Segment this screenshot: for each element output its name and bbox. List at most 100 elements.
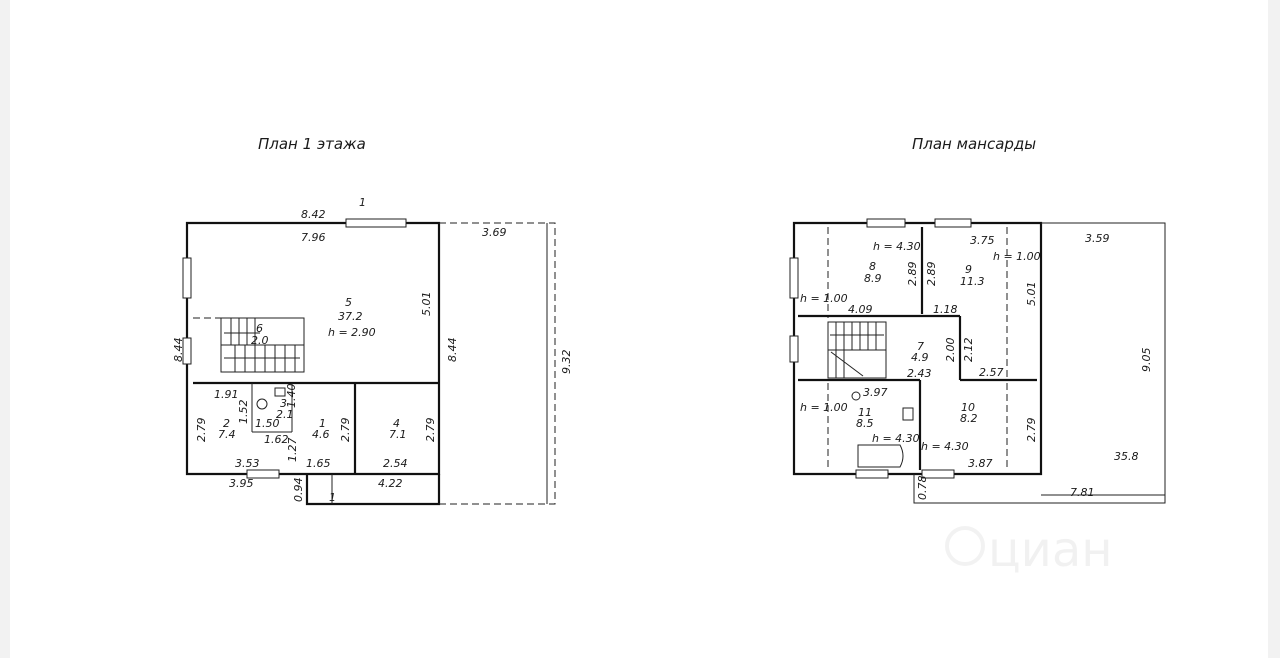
room1-area: 4.6 — [312, 428, 330, 441]
dim-1-65: 1.65 — [306, 457, 331, 470]
room11-area: 8.5 — [856, 417, 874, 430]
room5-area: 37.2 — [338, 310, 363, 323]
entrance-porch-wall — [305, 474, 441, 506]
room3-number: 3 — [280, 397, 287, 410]
attic-sink-icon — [902, 407, 914, 421]
dim-1-52: 1.52 — [237, 400, 250, 425]
room5-number: 5 — [345, 296, 352, 309]
dim-top-inner: 7.96 — [301, 231, 326, 244]
dim-4-09: 4.09 — [848, 303, 873, 316]
dim-2-54: 2.54 — [383, 457, 408, 470]
dim-1-62: 1.62 — [264, 433, 289, 446]
dim-2-89-b: 2.89 — [925, 262, 938, 287]
dim-1-18: 1.18 — [933, 303, 958, 316]
room9-area: 11.3 — [960, 275, 985, 288]
room1-number: 1 — [319, 417, 326, 430]
dim-top-outer: 8.42 — [301, 208, 326, 221]
dim-right-inner: 5.01 — [420, 292, 433, 317]
dim-3-87: 3.87 — [968, 457, 993, 470]
dim-1-40: 1.40 — [285, 384, 298, 409]
room11-number: 11 — [858, 406, 872, 419]
room11-height: h = 4.30 — [872, 432, 920, 445]
dim-3-53: 3.53 — [235, 457, 260, 470]
attic-plan: План мансарды — [789, 135, 1166, 504]
attic-window-top-1 — [866, 218, 906, 228]
dim-2-79-room2: 2.79 — [195, 418, 208, 443]
dim-4-22: 4.22 — [378, 477, 403, 490]
attic-title: План мансарды — [912, 135, 1036, 153]
first-floor-window-left-2 — [182, 337, 192, 365]
dim-2-12: 2.12 — [962, 338, 975, 363]
first-floor-plan: План 1 этажа — [172, 135, 573, 506]
room5-height: h = 2.90 — [328, 326, 376, 339]
room9-low-height: h = 1.00 — [993, 250, 1041, 263]
dim-0-94: 0.94 — [292, 478, 305, 503]
dim-1-50: 1.50 — [255, 417, 280, 430]
attic-stairs-treads — [828, 322, 886, 378]
sink-icon — [274, 387, 286, 397]
attic-terrace-area: 35.8 — [1114, 450, 1139, 463]
room8-number: 8 — [869, 260, 876, 273]
dim-2-79-room1: 2.79 — [339, 418, 352, 443]
room10-number: 10 — [961, 401, 975, 414]
attic-window-left-2 — [789, 335, 799, 363]
room11-low-height: h = 1.00 — [800, 401, 848, 414]
room4-area: 7.1 — [389, 428, 407, 441]
dim-terrace-height: 8.44 — [446, 338, 459, 363]
dim-5-01: 5.01 — [1025, 282, 1038, 307]
first-floor-window-bottom — [246, 469, 280, 479]
room8-area: 8.9 — [864, 272, 882, 285]
attic-window-left-1 — [789, 257, 799, 299]
dim-7-81: 7.81 — [1070, 486, 1095, 499]
dim-left-outer: 8.44 — [172, 338, 185, 363]
room6-number: 6 — [256, 322, 263, 335]
dim-2-79: 2.79 — [1025, 418, 1038, 443]
floor-plans-drawing: План 1 этажа — [172, 135, 1166, 578]
stairs-treads — [224, 318, 300, 372]
dim-9-05: 9.05 — [1140, 348, 1153, 373]
room6-area: 2.0 — [251, 334, 269, 347]
wc-icon — [256, 398, 268, 410]
dim-3-75: 3.75 — [970, 234, 995, 247]
dim-1-91: 1.91 — [214, 388, 239, 401]
dim-terrace-total: 9.32 — [560, 350, 573, 375]
room3-area: 2.1 — [276, 408, 294, 421]
watermark: циан — [945, 522, 1113, 578]
room10-height: h = 4.30 — [921, 440, 969, 453]
axis-mark-bottom: 1 — [329, 491, 336, 504]
bathtub-icon — [857, 444, 904, 468]
dim-0-78: 0.78 — [916, 476, 929, 501]
drawing-sheet: План 1 этажа — [10, 0, 1268, 658]
attic-window-top-2 — [934, 218, 972, 228]
dim-terrace-width: 3.69 — [482, 226, 507, 239]
axis-mark-top: 1 — [359, 196, 366, 209]
watermark-logo-icon — [945, 526, 985, 566]
dim-3-59: 3.59 — [1085, 232, 1110, 245]
room10-area: 8.2 — [960, 412, 978, 425]
dim-1-27: 1.27 — [286, 438, 299, 463]
dim-2-00: 2.00 — [944, 338, 957, 363]
room7-area: 4.9 — [911, 351, 929, 364]
room8-low-height: h = 1.00 — [800, 292, 848, 305]
room7-number: 7 — [917, 340, 924, 353]
attic-window-bottom-2 — [921, 469, 955, 479]
dim-3-97: 3.97 — [863, 386, 888, 399]
room4-number: 4 — [393, 417, 400, 430]
dim-2-43: 2.43 — [907, 367, 932, 380]
room9-number: 9 — [965, 263, 972, 276]
dim-2-57: 2.57 — [979, 366, 1004, 379]
first-floor-title: План 1 этажа — [258, 135, 366, 153]
dim-3-95: 3.95 — [229, 477, 254, 490]
dim-2-89-a: 2.89 — [906, 262, 919, 287]
attic-wc-icon — [851, 391, 861, 401]
terrace-outline — [439, 222, 556, 505]
room8-height: h = 4.30 — [873, 240, 921, 253]
room2-area: 7.4 — [218, 428, 236, 441]
watermark-text: циан — [988, 522, 1113, 578]
first-floor-window-left-1 — [182, 257, 192, 299]
attic-window-bottom-1 — [855, 469, 889, 479]
attic-terrace-outline — [913, 222, 1166, 504]
dim-2-79-room4: 2.79 — [424, 418, 437, 443]
first-floor-window-top — [345, 218, 407, 228]
room2-number: 2 — [223, 417, 230, 430]
